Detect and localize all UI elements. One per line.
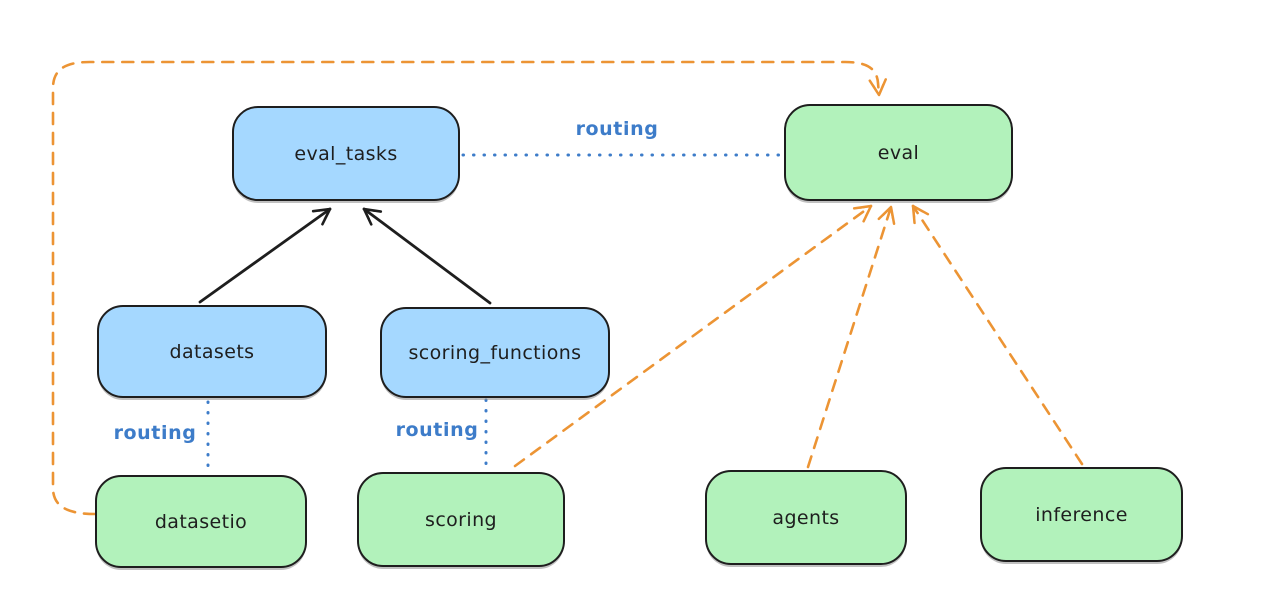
node-scoring-functions-label: scoring_functions (408, 341, 582, 364)
edge-datasets-to-eval-tasks (198, 207, 332, 304)
node-eval-tasks: eval_tasks (232, 106, 460, 201)
node-eval-label: eval (877, 141, 920, 164)
node-inference: inference (980, 467, 1183, 562)
node-datasetio-label: datasetio (154, 510, 248, 533)
node-eval: eval (784, 104, 1013, 201)
node-agents-label: agents (772, 506, 840, 529)
routing-label-scoring: routing (395, 419, 479, 441)
node-scoring-functions: scoring_functions (380, 307, 610, 398)
node-datasets: datasets (97, 305, 327, 398)
node-datasetio: datasetio (95, 475, 307, 568)
edge-scoring-functions-to-eval-tasks (362, 207, 492, 305)
routing-label-top: routing (575, 118, 659, 140)
node-datasets-label: datasets (169, 340, 255, 363)
node-agents: agents (705, 470, 907, 565)
edge-inference-to-eval (911, 204, 1084, 466)
node-scoring: scoring (357, 472, 565, 567)
routing-label-datasets: routing (113, 422, 197, 444)
edge-datasetio-to-eval (51, 60, 887, 516)
node-eval-tasks-label: eval_tasks (294, 142, 398, 165)
node-inference-label: inference (1035, 503, 1128, 526)
node-scoring-label: scoring (425, 508, 497, 531)
edge-agents-to-eval (806, 205, 896, 469)
